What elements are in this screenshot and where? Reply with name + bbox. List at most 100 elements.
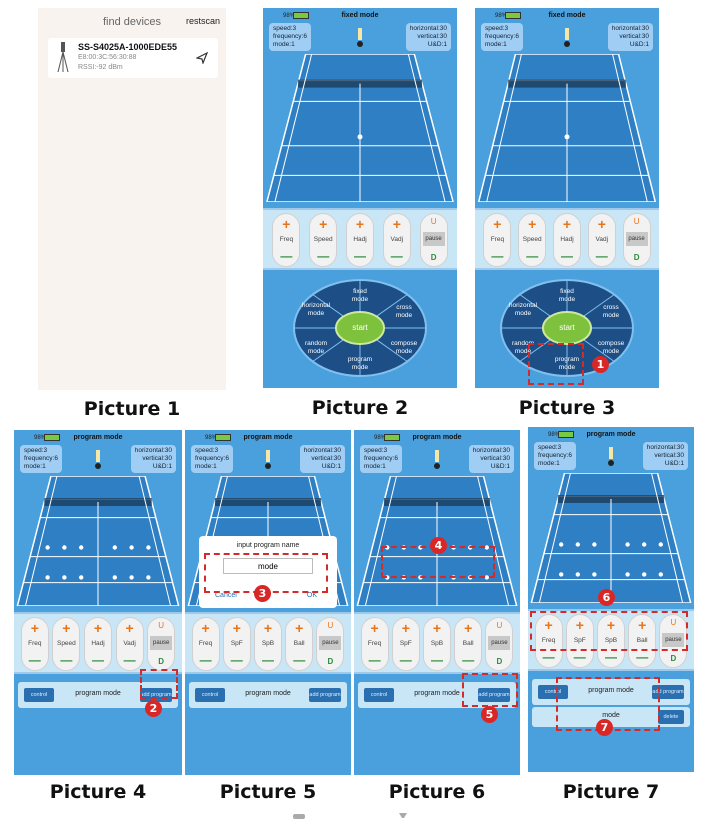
- shuttle-target[interactable]: [45, 545, 50, 550]
- wheel-cross-mode[interactable]: cross mode: [602, 304, 620, 319]
- adjust-control[interactable]: +Ball—: [454, 617, 483, 671]
- down-button[interactable]: D: [670, 654, 677, 663]
- plus-icon[interactable]: +: [263, 620, 273, 636]
- adjust-control[interactable]: +Freq—: [483, 213, 512, 267]
- minus-icon[interactable]: —: [431, 653, 443, 667]
- plus-icon[interactable]: +: [392, 216, 401, 232]
- plus-icon[interactable]: +: [606, 617, 616, 633]
- minus-icon[interactable]: —: [573, 650, 586, 664]
- adjust-control[interactable]: +Vadj—: [115, 617, 144, 671]
- pause-button[interactable]: pause: [422, 232, 445, 246]
- wheel-horizontal-mode[interactable]: horizontal mode: [508, 302, 538, 317]
- minus-icon[interactable]: —: [199, 653, 212, 667]
- control-button[interactable]: control: [538, 685, 568, 699]
- adjust-control[interactable]: +Speed—: [309, 213, 338, 267]
- send-icon[interactable]: [196, 52, 208, 64]
- plus-icon[interactable]: +: [355, 216, 365, 232]
- control-button[interactable]: control: [195, 688, 225, 702]
- adjust-control[interactable]: +Freq—: [272, 213, 301, 267]
- shuttle-target[interactable]: [625, 542, 630, 547]
- adjust-control[interactable]: +Freq—: [534, 614, 563, 668]
- wheel-program-mode[interactable]: program mode: [347, 356, 373, 371]
- adjust-control[interactable]: +Freq—: [20, 617, 49, 671]
- adjust-control[interactable]: +Vadj—: [382, 213, 411, 267]
- shuttle-target[interactable]: [658, 542, 663, 547]
- pause-button[interactable]: pause: [319, 636, 342, 650]
- down-button[interactable]: D: [430, 253, 437, 262]
- shuttle-target[interactable]: [592, 542, 597, 547]
- adjust-control[interactable]: +SpF—: [222, 617, 251, 671]
- adjust-control[interactable]: +Speed—: [52, 617, 81, 671]
- wheel-fixed-mode[interactable]: fixed mode: [351, 288, 369, 303]
- pause-button[interactable]: pause: [662, 633, 685, 647]
- minus-icon[interactable]: —: [462, 653, 475, 667]
- minus-icon[interactable]: —: [92, 653, 104, 667]
- device-list-item[interactable]: SS-S4025A-1000EDE55 E8:00:3C:56:30:88 RS…: [48, 38, 218, 78]
- shuttle-target[interactable]: [62, 575, 67, 580]
- adjust-control[interactable]: +Vadj—: [587, 213, 616, 267]
- program-entry-name[interactable]: mode: [602, 712, 620, 719]
- shuttle-target[interactable]: [146, 575, 151, 580]
- shuttle-target[interactable]: [575, 542, 580, 547]
- minus-icon[interactable]: —: [317, 249, 330, 263]
- add-program-button[interactable]: add program: [478, 688, 510, 702]
- ok-button[interactable]: OK: [306, 592, 317, 599]
- minus-icon[interactable]: —: [60, 653, 73, 667]
- plus-icon[interactable]: +: [528, 216, 537, 232]
- plus-icon[interactable]: +: [432, 620, 442, 636]
- minus-icon[interactable]: —: [561, 249, 573, 263]
- adjust-control[interactable]: +SpB—: [423, 617, 451, 671]
- up-button[interactable]: U: [158, 621, 165, 630]
- shuttle-target[interactable]: [559, 542, 564, 547]
- minus-icon[interactable]: —: [354, 249, 366, 263]
- plus-icon[interactable]: +: [201, 620, 210, 636]
- minus-icon[interactable]: —: [491, 249, 504, 263]
- minus-icon[interactable]: —: [399, 653, 412, 667]
- plus-icon[interactable]: +: [370, 620, 379, 636]
- control-button[interactable]: control: [24, 688, 54, 702]
- plus-icon[interactable]: +: [295, 620, 304, 636]
- minus-icon[interactable]: —: [368, 653, 381, 667]
- plus-icon[interactable]: +: [464, 620, 473, 636]
- add-program-button[interactable]: add program: [652, 685, 684, 699]
- shuttle-target[interactable]: [62, 545, 67, 550]
- adjust-control[interactable]: +SpB—: [597, 614, 625, 668]
- plus-icon[interactable]: +: [597, 216, 606, 232]
- adjust-control[interactable]: +Hadj—: [553, 213, 581, 267]
- adjust-control[interactable]: +Hadj—: [346, 213, 374, 267]
- minus-icon[interactable]: —: [636, 650, 649, 664]
- up-button[interactable]: U: [670, 618, 677, 627]
- wheel-program-mode[interactable]: program mode: [554, 356, 580, 371]
- pause-button[interactable]: pause: [150, 636, 173, 650]
- minus-icon[interactable]: —: [390, 249, 403, 263]
- minus-icon[interactable]: —: [542, 650, 555, 664]
- plus-icon[interactable]: +: [401, 620, 410, 636]
- adjust-control[interactable]: +Ball—: [285, 617, 314, 671]
- wheel-fixed-mode[interactable]: fixed mode: [558, 288, 576, 303]
- minus-icon[interactable]: —: [293, 653, 306, 667]
- plus-icon[interactable]: +: [62, 620, 71, 636]
- minus-icon[interactable]: —: [262, 653, 274, 667]
- delete-button[interactable]: delete: [658, 710, 684, 724]
- shuttle-target[interactable]: [146, 545, 151, 550]
- shuttle-target[interactable]: [129, 545, 134, 550]
- adjust-control[interactable]: +SpB—: [254, 617, 282, 671]
- plus-icon[interactable]: +: [93, 620, 103, 636]
- rescan-button[interactable]: restscan: [185, 16, 220, 26]
- adjust-control[interactable]: +Hadj—: [84, 617, 112, 671]
- wheel-compose-mode[interactable]: compose mode: [390, 340, 418, 355]
- up-button[interactable]: U: [496, 621, 503, 630]
- adjust-control[interactable]: +SpF—: [565, 614, 594, 668]
- plus-icon[interactable]: +: [562, 216, 572, 232]
- plus-icon[interactable]: +: [638, 617, 647, 633]
- shuttle-target[interactable]: [642, 572, 647, 577]
- shuttle-target[interactable]: [112, 575, 118, 580]
- add-program-button[interactable]: add program: [309, 688, 341, 702]
- wheel-random-mode[interactable]: random mode: [304, 340, 328, 355]
- plus-icon[interactable]: +: [319, 216, 328, 232]
- wheel-cross-mode[interactable]: cross mode: [395, 304, 413, 319]
